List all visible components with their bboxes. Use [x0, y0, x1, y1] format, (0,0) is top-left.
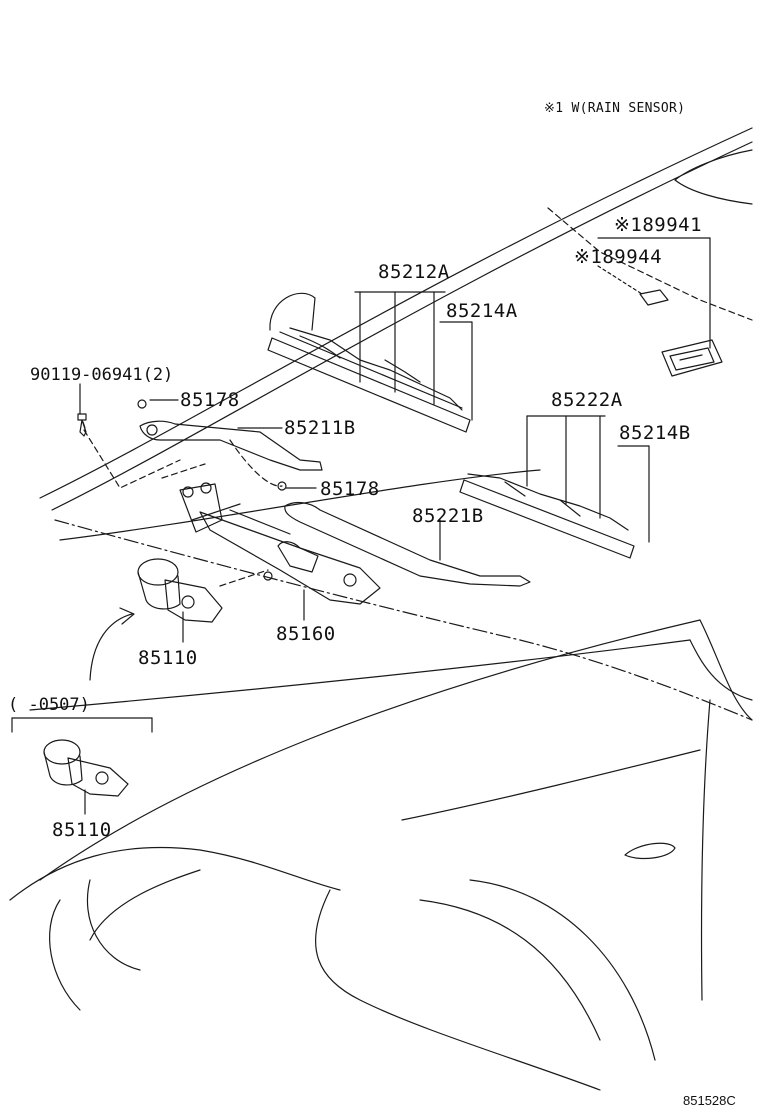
part-label-85160: 85160 — [276, 623, 336, 645]
wiper-arm-left — [277, 481, 531, 587]
part-label-89941: ※189941 — [614, 214, 703, 236]
part-label-85110-alt: 85110 — [52, 819, 112, 841]
wiper-blade-left — [459, 473, 635, 559]
part-label-85212a: 85212A — [378, 261, 450, 283]
date-range-label: ( -0507) — [8, 695, 90, 715]
leader-lines — [11, 291, 650, 815]
wiper-motor-main — [137, 558, 223, 623]
wiper-motor-alt — [43, 739, 129, 797]
part-label-85214b: 85214B — [619, 422, 691, 444]
part-label-85221b: 85221B — [412, 505, 484, 527]
part-label-85214a: 85214A — [446, 300, 518, 322]
windshield-outline — [39, 127, 753, 511]
rain-sensor-note: ※1 W(RAIN SENSOR) — [544, 101, 686, 116]
part-label-89944: ※189944 — [574, 246, 663, 268]
reference-lines — [83, 429, 283, 587]
part-label-85211b: 85211B — [284, 417, 356, 439]
part-label-90119-06941: 90119-06941(2) — [30, 365, 174, 385]
direction-arrow — [89, 607, 135, 681]
drawing-code: 851528C — [683, 1093, 736, 1108]
rain-sensor-parts — [597, 237, 723, 377]
wiper-arm-right — [137, 399, 323, 471]
wiper-link-assembly — [179, 482, 381, 605]
wiper-blade-right — [267, 292, 471, 433]
part-label-85222a: 85222A — [551, 389, 623, 411]
part-label-85110: 85110 — [138, 647, 198, 669]
part-label-85178-lower: 85178 — [320, 478, 380, 500]
hood-outline — [9, 469, 753, 1091]
part-label-85178-upper: 85178 — [180, 389, 240, 411]
bolt — [77, 413, 87, 437]
